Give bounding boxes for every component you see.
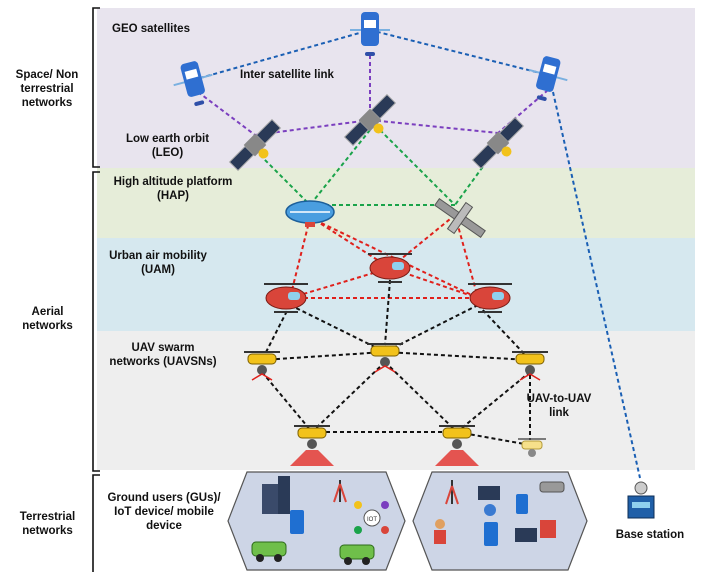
shop-icon	[540, 520, 556, 538]
base-station-icon	[627, 481, 655, 519]
space-bracket	[92, 7, 100, 168]
car-icon	[339, 544, 375, 565]
ground-users-label: Ground users (GUs)/ IoT device/ mobile d…	[107, 492, 221, 532]
network-devices-icon	[478, 486, 500, 516]
leo-label: Low earth orbit (LEO)	[125, 133, 210, 159]
smartphone-icon	[484, 522, 498, 546]
iot-label: IOT	[367, 517, 377, 523]
uav-drone-icon	[512, 351, 548, 381]
smartphone-icon	[290, 510, 304, 534]
hap-band	[97, 168, 695, 238]
category-label-terrestrial: Terrestrial networks	[19, 511, 76, 537]
uavsn-label: UAV swarm networks (UAVSNs)	[109, 342, 217, 368]
category-label-space: Space/ Non terrestrial networks	[15, 69, 79, 109]
car-icon	[251, 541, 287, 562]
category-label-aerial: Aerial networks	[22, 306, 73, 332]
uav-drone-icon	[435, 425, 479, 466]
uav-drone-icon	[367, 343, 403, 373]
cell-tower-icon	[333, 480, 347, 503]
iot-hub-icon: IOT	[354, 501, 389, 534]
laptop-icon	[515, 528, 537, 542]
people-icon	[434, 519, 446, 544]
solar-plane-icon	[434, 197, 486, 239]
air-taxi-icon	[264, 283, 308, 313]
geo-links	[192, 29, 641, 479]
inter-satellite-link-label: Inter satellite link	[240, 69, 334, 81]
uav-to-uav-link-label: UAV-to-UAV link	[526, 393, 592, 419]
uam-label: Urban air mobility (UAM)	[109, 250, 207, 276]
category-brackets	[92, 7, 100, 572]
geo-satellites-label: GEO satellites	[112, 23, 190, 35]
geo-to-base-link	[552, 91, 641, 479]
geo-satellite-icon	[350, 12, 390, 56]
cctv-camera-icon	[539, 481, 565, 493]
uav-drone-icon	[290, 425, 334, 466]
uav-links	[261, 279, 531, 446]
geo-satellite-icon	[173, 61, 213, 106]
uav-drone-icon	[244, 351, 280, 381]
smartphone-icon	[516, 494, 528, 514]
geo-satellite-icon	[528, 56, 568, 101]
hap-label: High altitude platform (HAP)	[113, 176, 233, 202]
air-taxi-icon	[368, 253, 412, 283]
airship-icon	[285, 200, 335, 227]
leo-satellite-icon	[228, 118, 282, 172]
leo-satellite-icon	[471, 116, 525, 170]
base-station-label: Base station	[615, 529, 685, 541]
terrestrial-bracket	[92, 474, 100, 572]
cell-tower-icon	[445, 480, 459, 505]
air-taxi-icon	[468, 283, 512, 313]
city-building-icon	[262, 476, 290, 514]
aerial-bracket	[92, 171, 100, 472]
leo-hap-links	[254, 129, 496, 206]
uav-drone-icon	[518, 438, 546, 457]
